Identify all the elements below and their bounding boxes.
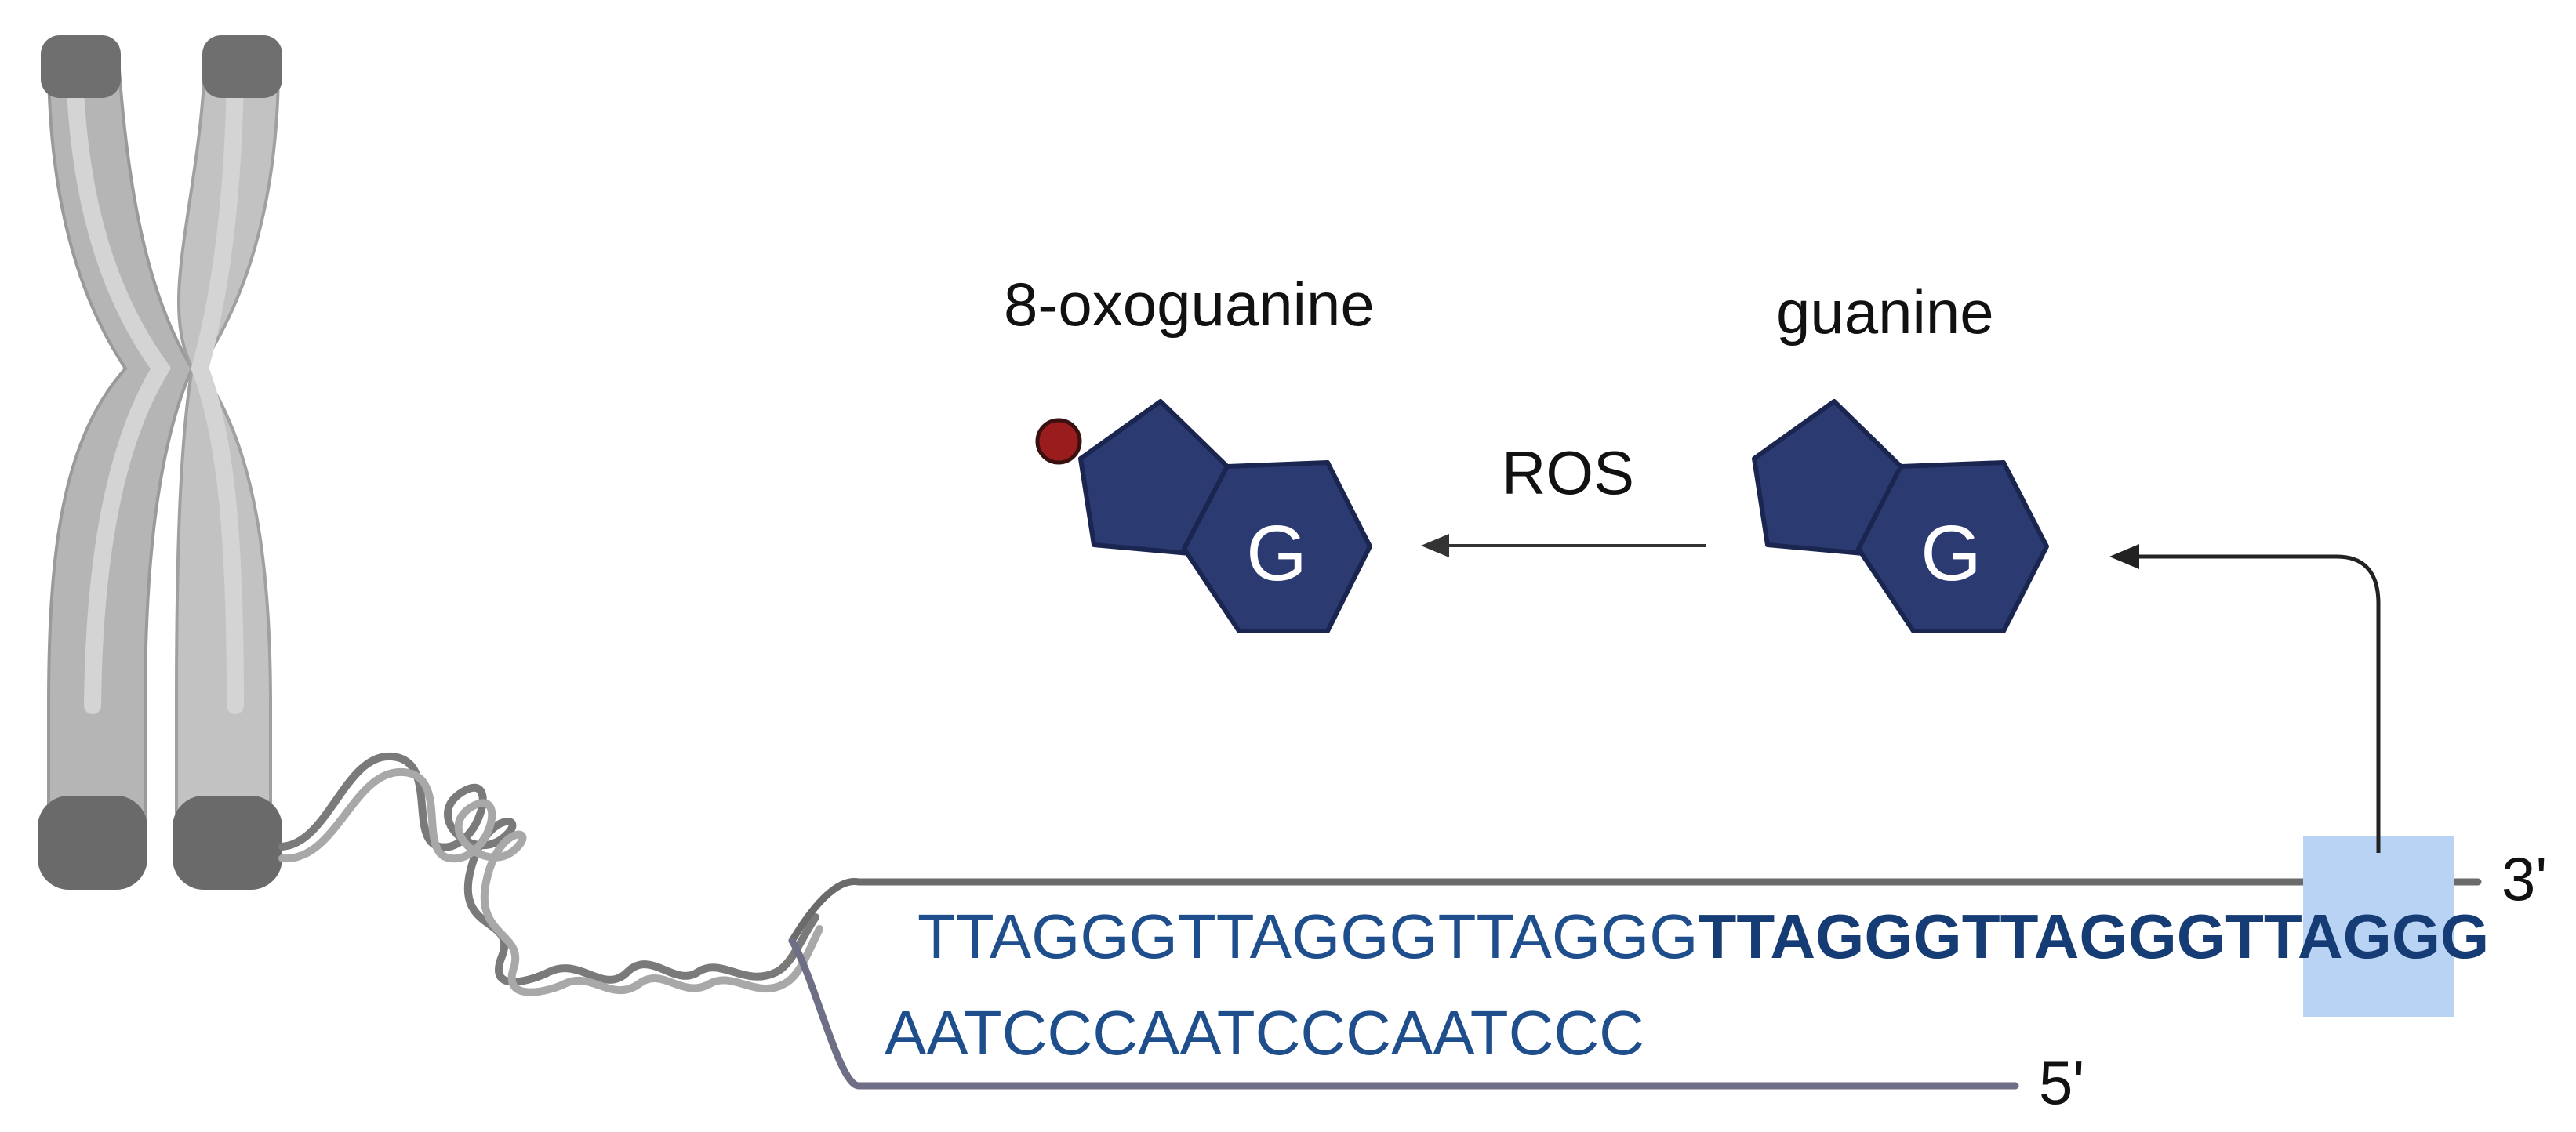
- arrowhead-guanine: [2109, 544, 2139, 569]
- telomere-cap-top-right: [202, 35, 282, 98]
- dna-helix: [278, 752, 823, 996]
- top-strand-line: [788, 877, 2482, 945]
- bottom-strand-sequence: AATCCCAATCCCAATCCC: [885, 998, 1644, 1068]
- label-8-oxoguanine: 8-oxoguanine: [1004, 270, 1375, 339]
- telomere-cap-bottom-left: [38, 796, 147, 890]
- top-sequence-bold: TTAGGGTTAGGGTTA: [1699, 902, 2343, 971]
- top-sequence-normal: TTAGGGTTAGGGTTAGGG: [917, 902, 1699, 971]
- top-sequence-highlighted: GGG: [2343, 902, 2490, 971]
- bottom-strand-line: [788, 937, 2019, 1090]
- oxo-hexagon: [1182, 460, 1372, 633]
- top-strand-sequence: TTAGGGTTAGGGTTAGGGTTAGGGTTAGGGTTAGGG: [917, 902, 2489, 971]
- telomere-cap-top-left: [41, 35, 121, 98]
- label-3-prime: 3': [2502, 844, 2547, 913]
- chromosome-icon: [38, 35, 282, 890]
- dna-coil-strand-b: [278, 767, 823, 996]
- guanine-molecule: G: [1752, 399, 2049, 633]
- label-guanine: guanine: [1776, 278, 1994, 346]
- label-5-prime: 5': [2039, 1048, 2084, 1117]
- label-ros: ROS: [1502, 438, 1634, 507]
- highlight-box: [2303, 836, 2454, 1017]
- oxo-base-letter: G: [1246, 510, 1307, 597]
- guanine-hexagon: [1856, 460, 2049, 633]
- guanine-base-letter: G: [1920, 510, 1982, 597]
- arrowhead-ros: [1421, 534, 1449, 557]
- telomere-cap-bottom-right: [173, 796, 282, 890]
- dna-coil-strand-a: [278, 752, 819, 986]
- oxoguanine-molecule: G: [1035, 399, 1372, 633]
- oxo-oxygen-dot: [1035, 418, 1082, 465]
- highlight-to-guanine-arrow: [2133, 554, 2381, 853]
- telomere-strands: [788, 877, 2482, 1090]
